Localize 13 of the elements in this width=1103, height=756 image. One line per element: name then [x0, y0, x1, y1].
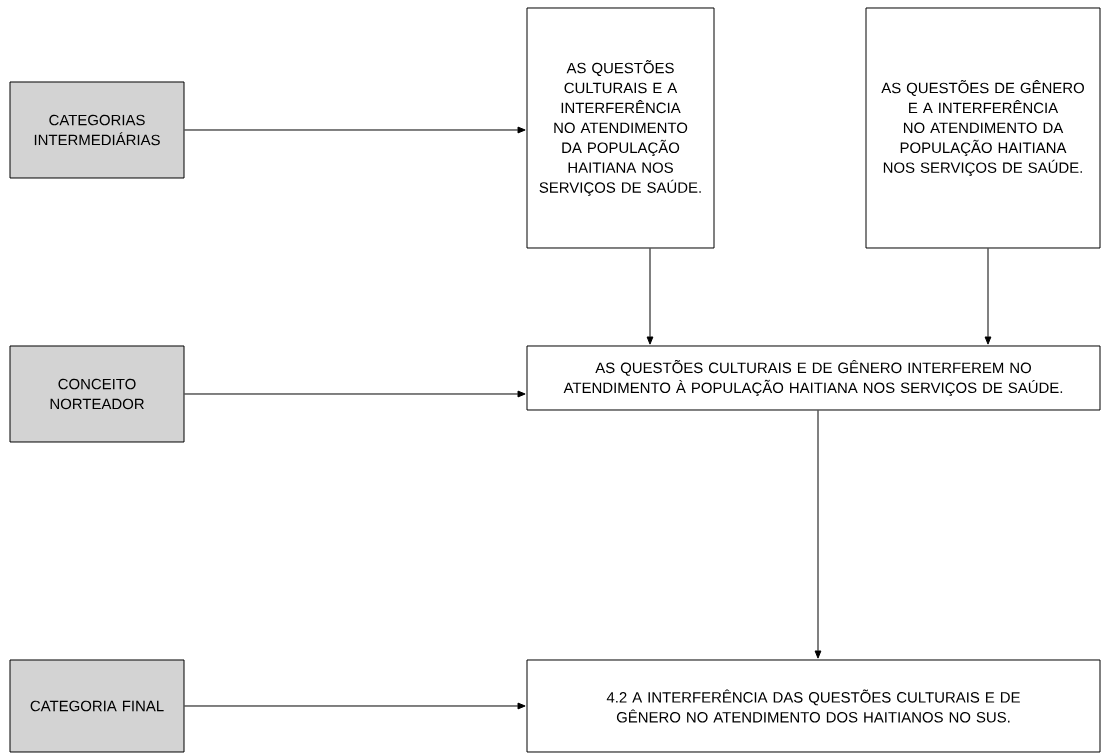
arrow: [184, 702, 526, 710]
text-box: AS QUESTÕES DE GÊNERO E A INTERFERÊNCIA NO ATENDIMENTO DA POPULAÇÃO HAITIANA NOS SERVIÇOS DE SAÚDE.: [865, 7, 1101, 249]
arrow: [184, 126, 526, 134]
category-box: CATEGORIA FINAL: [9, 659, 185, 753]
text-box: 4.2 A INTERFERÊNCIA DAS QUESTÕES CULTURAIS E DE GÊNERO NO ATENDIMENTO DOS HAITIANOS NO SUS.: [526, 659, 1101, 753]
arrow: [184, 390, 526, 398]
arrow: [646, 248, 654, 345]
arrow: [984, 248, 992, 345]
text-box: AS QUESTÕES CULTURAIS E A INTERFERÊNCIA NO ATENDIMENTO DA POPULAÇÃO HAITIANA NOS SERVIÇOS DE SAÚDE.: [526, 7, 715, 249]
category-box: CONCEITO NORTEADOR: [9, 345, 185, 443]
category-box: CATEGORIAS INTERMEDIÁRIAS: [9, 81, 185, 179]
text-box: AS QUESTÕES CULTURAIS E DE GÊNERO INTERFEREM NO ATENDIMENTO À POPULAÇÃO HAITIANA NOS SERVIÇOS DE SAÚDE.: [526, 345, 1101, 411]
arrow: [814, 410, 822, 659]
